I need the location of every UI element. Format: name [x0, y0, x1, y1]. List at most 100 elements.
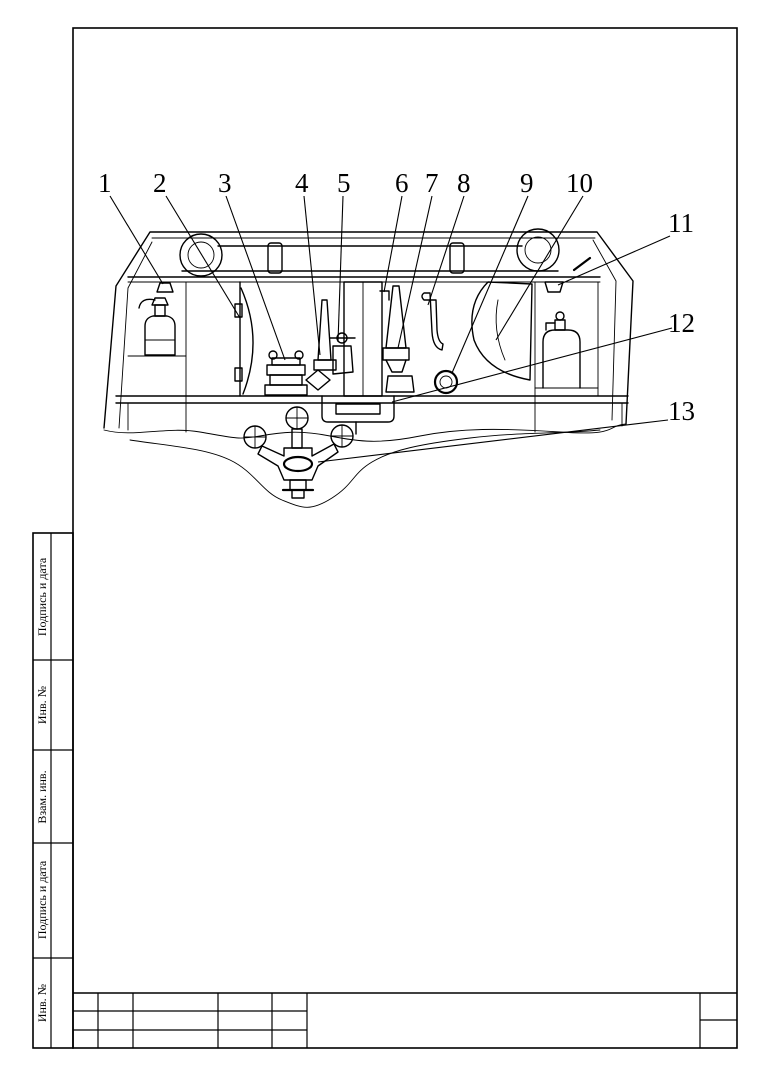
gas-cylinder-knob	[555, 311, 565, 321]
leader-3	[225, 195, 286, 361]
hose-coupling-right	[449, 242, 465, 274]
callout-7: 7	[425, 168, 439, 198]
hose-roll-left	[179, 233, 223, 277]
compartment-body	[103, 231, 634, 508]
callout-9: 9	[520, 168, 534, 198]
central-tray-inner	[335, 403, 381, 415]
item-6-bracket	[379, 290, 390, 301]
compartment-drawing	[103, 228, 634, 508]
callout-12: 12	[668, 308, 695, 338]
items-4-5-nozzles	[305, 299, 356, 391]
manifold-outlet-nut	[291, 489, 305, 499]
manifold-body	[257, 443, 339, 481]
door-panel-bulge	[240, 287, 254, 395]
gas-cylinder-outlet	[545, 322, 556, 331]
hose-roll-right	[516, 228, 560, 272]
side-stamp: Подпись и дата Инв. № Взам. инв. Подпись…	[32, 532, 74, 1049]
tall-nozzle-base	[385, 359, 407, 373]
callout-labels: 1 2 3 4 5 6 7 8 9 10 11 12 13	[98, 168, 695, 426]
handwheel-left-spokes	[243, 425, 267, 449]
leader-lines	[109, 195, 673, 463]
side-stamp-border	[32, 532, 74, 1049]
item-3-stacked-device	[264, 350, 308, 396]
gas-cylinder-valve	[554, 319, 566, 331]
handwheel-right-spokes	[330, 424, 354, 448]
bag-outline	[471, 281, 533, 381]
callout-4: 4	[295, 168, 309, 198]
leader-11	[557, 235, 671, 286]
device-handle-right	[294, 350, 304, 360]
device-layer	[266, 364, 306, 376]
callout-13: 13	[668, 396, 695, 426]
hose-coupling-left	[267, 242, 283, 274]
manifold-outlet	[289, 479, 307, 491]
side-stamp-signature-date-label: Подпись и дата	[35, 557, 49, 636]
left-compartment	[127, 282, 187, 357]
leader-9	[451, 195, 529, 374]
item-1-knob	[156, 282, 174, 293]
item-11-cap	[544, 281, 564, 293]
item-7-tall-nozzle	[382, 285, 415, 393]
leader-8	[427, 195, 465, 306]
leader-2	[165, 195, 241, 319]
device-base	[264, 384, 308, 396]
item-8-hook	[421, 292, 444, 351]
tall-nozzle-collar	[382, 347, 410, 361]
side-stamp-inventory-number-label: Инв. №	[35, 686, 49, 724]
left-inner-wall	[118, 241, 153, 429]
coupling-block	[385, 375, 415, 393]
item-5-branch-pipe	[332, 345, 354, 375]
leader-4	[303, 195, 321, 356]
hose-on-roof	[179, 228, 560, 277]
callout-1: 1	[98, 168, 112, 198]
leader-5	[337, 195, 344, 343]
leader-6	[383, 195, 403, 293]
leader-12	[391, 327, 673, 403]
bag-fold	[495, 299, 506, 361]
right-compartment	[534, 256, 599, 389]
leader-1	[109, 195, 164, 285]
door-hinge-lower	[234, 367, 243, 382]
callout-5: 5	[337, 168, 351, 198]
device-handle-left	[268, 350, 278, 360]
handwheel-center-spokes	[285, 406, 309, 430]
side-stamp-replacement-inventory-label: Взам. инв.	[35, 770, 49, 823]
title-block	[73, 992, 737, 1048]
callout-3: 3	[218, 168, 232, 198]
manifold-ring	[282, 455, 314, 473]
bottle-neck	[154, 304, 166, 317]
hose-roll-right-inner	[524, 236, 552, 264]
callout-11: 11	[668, 208, 694, 238]
right-inner-wall	[592, 239, 617, 421]
bottle-body	[144, 315, 176, 356]
leader-10	[495, 195, 584, 341]
leader-7	[397, 195, 433, 349]
callout-10: 10	[566, 168, 593, 198]
cutaway-lower-contour	[129, 429, 601, 508]
callout-2: 2	[153, 168, 167, 198]
coupling-head	[305, 369, 331, 391]
body-outer-outline	[103, 231, 634, 429]
item-5-handle-hub	[336, 332, 348, 344]
gas-cylinder-body	[542, 329, 581, 389]
device-top	[271, 357, 301, 366]
bottle-cap	[151, 297, 169, 306]
central-tray	[321, 395, 395, 423]
item-13-manifold	[243, 406, 354, 499]
bottle-spray-tube	[138, 298, 156, 309]
item-2-door-panel	[234, 281, 254, 397]
ring-outer	[433, 369, 459, 395]
item-10-bag	[471, 281, 533, 381]
leader-13	[317, 419, 669, 463]
central-unit	[321, 281, 395, 435]
item-4-nozzle-base	[313, 359, 337, 371]
device-layer	[269, 374, 303, 386]
callout-6: 6	[395, 168, 409, 198]
side-stamp-inventory-number-label: Инв. №	[35, 984, 49, 1022]
hose-roll-left-inner	[187, 241, 215, 269]
callout-8: 8	[457, 168, 471, 198]
side-stamp-signature-date-label: Подпись и дата	[35, 860, 49, 939]
roof-rod	[572, 256, 592, 272]
cutaway-upper-contour	[103, 423, 627, 442]
